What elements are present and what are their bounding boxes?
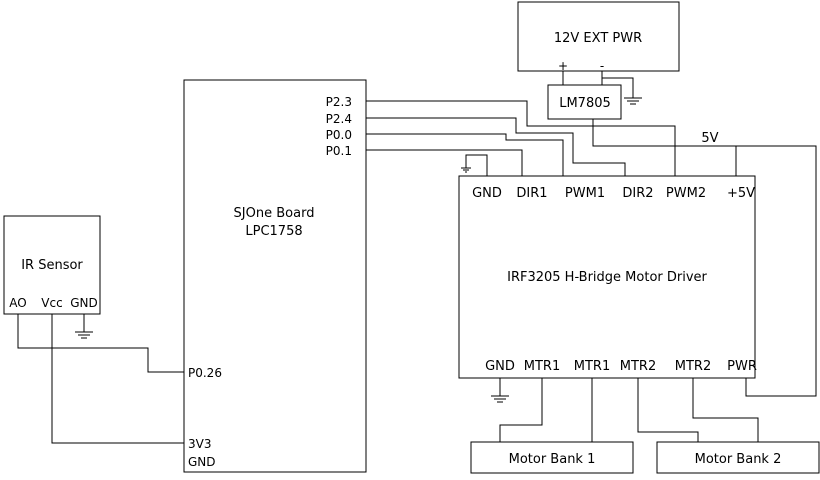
driver-pin-mtr2-b: MTR2 [675, 359, 711, 374]
driver-pin-pwm1: PWM1 [565, 186, 605, 201]
power-supply-plus: + [558, 59, 568, 73]
driver-pin-pwr: PWR [727, 359, 757, 374]
wires [17, 71, 817, 444]
motor-driver-box [458, 175, 756, 379]
ir-pin-vcc: Vcc [41, 296, 62, 310]
driver-pin-5v: +5V [727, 186, 755, 201]
driver-pin-mtr1-a: MTR1 [524, 359, 560, 374]
wire-driver-gnd-top [465, 154, 488, 176]
board-name: SJOne Board [234, 206, 315, 221]
driver-pin-mtr2-a: MTR2 [620, 359, 656, 374]
motor-driver-label: IRF3205 H-Bridge Motor Driver [507, 270, 707, 285]
regulator-box [547, 84, 622, 120]
wire-supply-minus [601, 71, 634, 98]
driver-pin-mtr1-b: MTR1 [574, 359, 610, 374]
ir-pin-ao: AO [9, 296, 26, 310]
ir-sensor-label: IR Sensor [21, 258, 83, 273]
pin-p0-26: P0.26 [188, 366, 222, 380]
ground-symbol-ir [75, 331, 93, 339]
wire-reg-5v [592, 119, 737, 176]
pin-p2-3: P2.3 [326, 95, 352, 109]
driver-pin-gnd-top: GND [472, 186, 502, 201]
motor-bank-2-box [656, 441, 820, 474]
ground-symbol-driver-top [461, 167, 471, 173]
motor-bank-1-label: Motor Bank 1 [509, 452, 596, 467]
motor-bank-2-label: Motor Bank 2 [695, 452, 782, 467]
wire-p2-4-dir2 [366, 117, 626, 176]
sjone-board [183, 79, 367, 473]
wire-mtr2-b [692, 378, 759, 442]
wire-mtr1-a [499, 378, 543, 442]
power-supply-minus: - [600, 59, 604, 73]
power-supply-label: 12V EXT PWR [554, 31, 642, 46]
driver-pin-dir1: DIR1 [516, 186, 547, 201]
wire-p0-1-dir1 [366, 149, 523, 176]
power-supply-box [517, 1, 680, 72]
ir-pin-gnd: GND [70, 296, 98, 310]
wire-p0-0-pwm1 [366, 133, 564, 176]
board-chip: LPC1758 [245, 224, 302, 239]
wire-pwr-12v [736, 145, 817, 397]
ground-symbol-supply [624, 97, 642, 105]
motor-bank-1-box [470, 441, 634, 474]
wire-vcc-3v3 [51, 314, 184, 444]
pin-p0-0: P0.0 [326, 128, 352, 142]
wire-ao-p0-26 [17, 314, 184, 373]
driver-pin-pwm2: PWM2 [666, 186, 706, 201]
driver-pin-gnd-bottom: GND [485, 359, 515, 374]
pin-p2-4: P2.4 [326, 112, 352, 126]
rail-5v-label: 5V [701, 131, 718, 146]
regulator-label: LM7805 [559, 96, 611, 111]
driver-pin-dir2: DIR2 [622, 186, 653, 201]
pin-3v3: 3V3 [188, 437, 211, 451]
pin-p0-1: P0.1 [326, 144, 352, 158]
wire-mtr2-a [637, 378, 699, 442]
ir-sensor-box [3, 215, 101, 315]
ground-symbol-driver-bottom [491, 395, 509, 403]
pin-board-gnd: GND [188, 455, 216, 469]
wire-p2-3-pwm2 [366, 100, 676, 176]
